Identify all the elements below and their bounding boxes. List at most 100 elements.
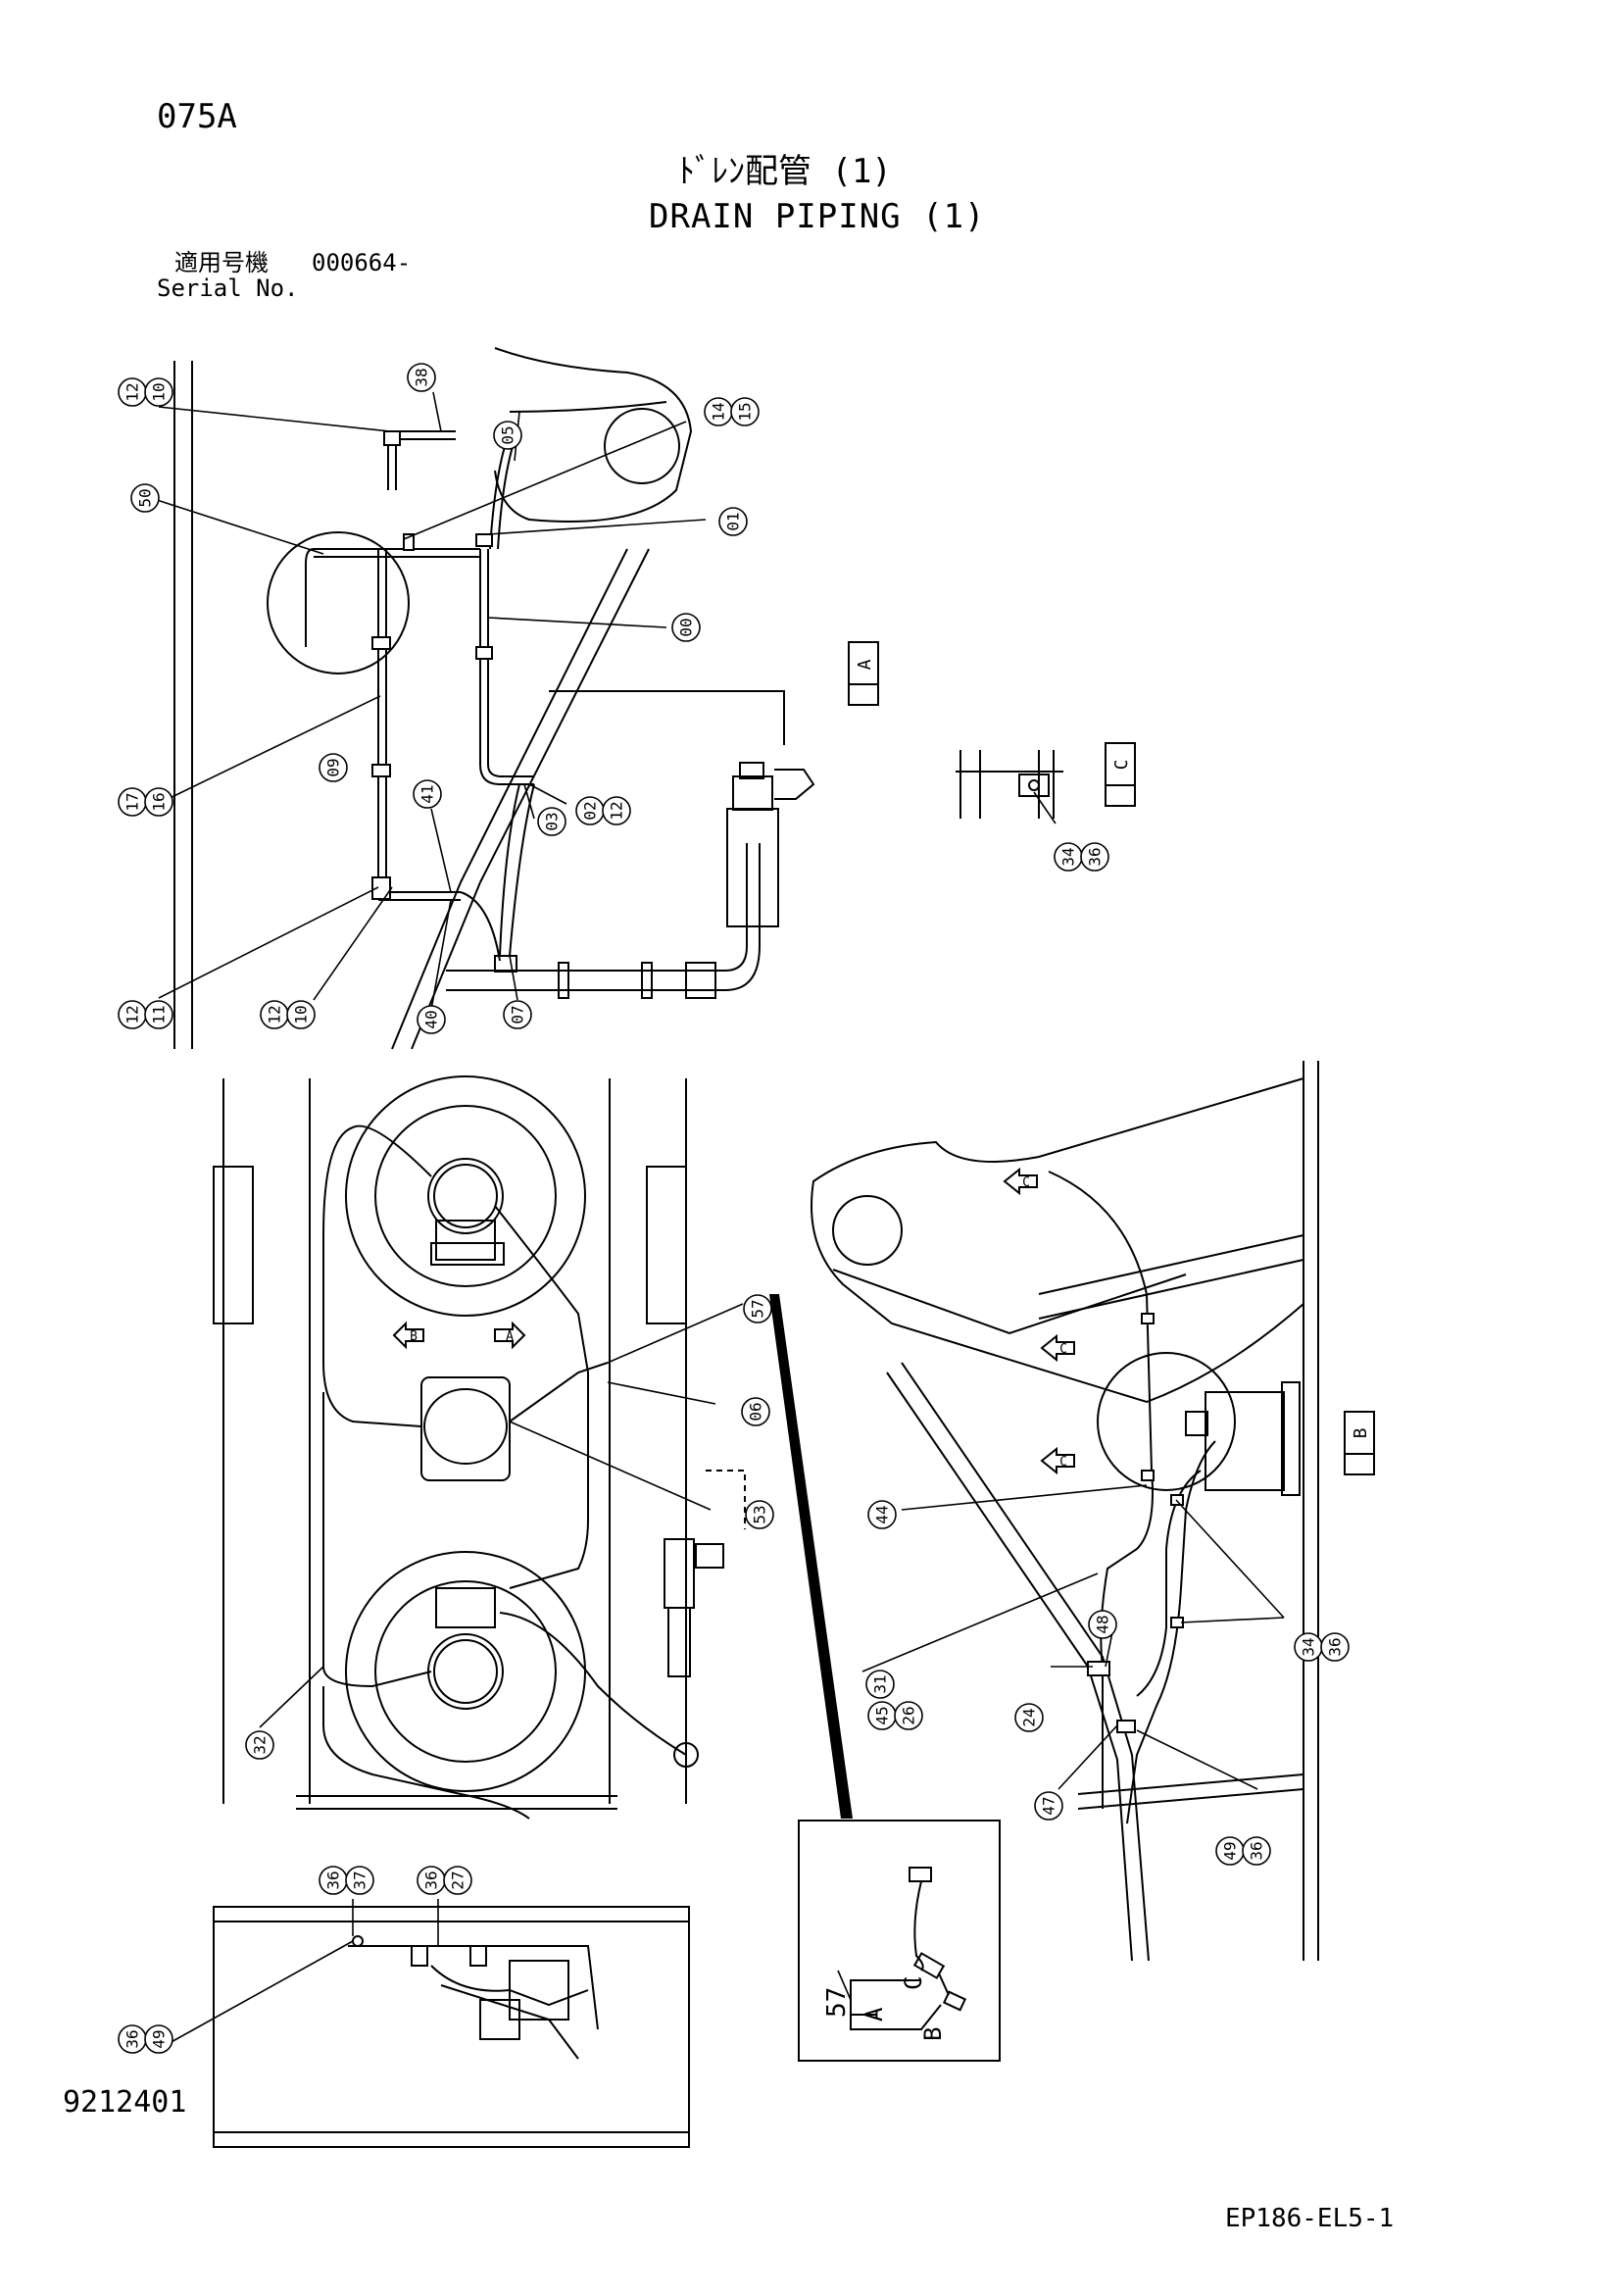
callout-number: 16 [150,792,169,811]
view-label-b-letter: B [1351,1428,1371,1439]
title-english: DRAIN PIPING (1) [649,197,986,236]
callout-number: 36 [324,1871,343,1889]
callout-16: 16 [144,787,173,817]
callout-number: 32 [251,1735,270,1754]
callout-14: 14 [704,397,733,426]
leader-lines [156,391,1285,2050]
callout-number: 12 [608,801,626,820]
callout-05: 05 [493,421,522,450]
callout-circle [144,2024,173,2054]
callout-circle [743,1294,772,1323]
callout-circle [865,1670,895,1699]
callout-03: 03 [537,807,566,836]
callout-number: 57 [749,1299,767,1318]
callout-number: 34 [1300,1637,1318,1656]
callout-number: 53 [751,1505,769,1523]
callout-number: 09 [324,758,343,776]
callout-number: 05 [499,425,517,444]
callout-number: 41 [418,784,437,803]
callout-circle [144,1000,173,1029]
view-label-a: A [848,641,879,706]
callout-48: 48 [1088,1610,1117,1639]
detail-label-b: B [919,2027,947,2041]
callout-circle [745,1500,774,1529]
drawing-number: 9212401 [63,2085,187,2120]
callout-number: 36 [1326,1637,1345,1656]
callout-circle [894,1701,923,1730]
callout-number: 15 [736,402,755,421]
pump-view [213,1906,690,2148]
callout-circle [1088,1610,1117,1639]
upper-assembly-view [173,347,815,1050]
callout-36: 36 [1080,842,1109,872]
serial-label-japanese: 適用号機 [174,249,269,276]
callout-circle [1034,1791,1063,1821]
callout-number: 44 [873,1505,892,1523]
callout-number: 47 [1040,1796,1058,1815]
callout-12: 12 [602,796,631,825]
callout-number: 27 [449,1871,467,1889]
detail-part-number: 57 [822,1987,852,2018]
callout-49: 49 [1215,1836,1245,1866]
callout-00: 00 [671,613,701,642]
callout-09: 09 [319,753,348,782]
callout-number: 45 [873,1706,892,1724]
page-code: 075A [157,97,237,136]
callout-number: 12 [123,1005,142,1023]
callout-number: 49 [150,2029,169,2048]
view-arrow-c-letter: C [1059,1455,1067,1470]
callout-circle [730,397,760,426]
callout-number: 00 [677,618,696,636]
callout-27: 27 [443,1866,472,1895]
callout-number: 10 [150,382,169,401]
detail-label-a: A [861,2007,888,2021]
callout-number: 02 [581,801,600,820]
callout-57: 57 [743,1294,772,1323]
view-arrow-a-letter: A [506,1329,514,1344]
callout-36: 36 [1320,1632,1350,1662]
callout-34: 34 [1054,842,1083,872]
callout-49: 49 [144,2024,173,2054]
callout-10: 10 [144,377,173,407]
callout-number: 07 [509,1005,527,1023]
callout-24: 24 [1014,1703,1044,1732]
callout-circle [286,1000,316,1029]
callout-circle [741,1397,770,1426]
callout-50: 50 [130,483,160,513]
callout-circle [867,1500,897,1529]
callout-circle [1014,1703,1044,1732]
callout-02: 02 [575,796,605,825]
callout-17: 17 [118,787,147,817]
callout-circle [1242,1836,1271,1866]
callout-circle [1320,1632,1350,1662]
detail-57-box [798,1820,1001,2062]
view-arrow-c-letter: C [1059,1342,1067,1357]
view-label-c-letter: C [1111,760,1132,771]
callout-number: 48 [1094,1615,1112,1633]
callout-number: 12 [123,382,142,401]
callout-40: 40 [417,1005,446,1034]
detail-pointer-wedge [769,1294,853,1819]
callout-number: 06 [747,1402,765,1421]
callout-circle [1080,842,1109,872]
callout-36: 36 [319,1866,348,1895]
sheet-code: EP186-EL5-1 [1225,2204,1395,2233]
callout-12: 12 [118,1000,147,1029]
callout-circle [443,1866,472,1895]
callout-circle [144,787,173,817]
callout-47: 47 [1034,1791,1063,1821]
callout-number: 36 [123,2029,142,2048]
callout-circle [417,1005,446,1034]
callout-45: 45 [867,1701,897,1730]
callout-36: 36 [1242,1836,1271,1866]
view-c-detail [956,750,1063,819]
callout-53: 53 [745,1500,774,1529]
callout-number: 24 [1020,1708,1039,1726]
callout-circle [413,779,442,809]
callout-12: 12 [118,377,147,407]
callout-number: 40 [422,1010,441,1028]
callout-circle [407,363,436,392]
callout-circle [503,1000,532,1029]
callout-number: 31 [871,1674,890,1693]
